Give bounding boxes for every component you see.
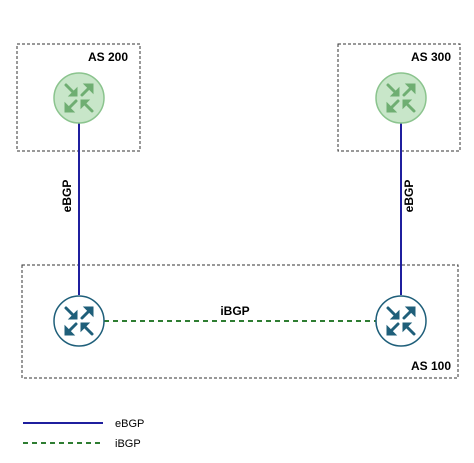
as100-right-router	[375, 295, 427, 347]
legend: eBGP iBGP	[23, 418, 144, 450]
as300-box	[337, 43, 461, 152]
as200-label: AS 200	[88, 50, 128, 64]
as300-label: AS 300	[411, 50, 451, 64]
right-ebgp-label: eBGP	[402, 180, 416, 213]
as100-left-router	[53, 295, 105, 347]
as300-router	[375, 72, 427, 124]
as100-label: AS 100	[411, 359, 451, 373]
as200-router	[53, 72, 105, 124]
legend-ibgp-label: iBGP	[115, 438, 141, 450]
as100-box	[21, 264, 459, 379]
ibgp-label: iBGP	[220, 304, 249, 318]
legend-ebgp-label: eBGP	[115, 418, 144, 430]
left-ebgp-label: eBGP	[60, 180, 74, 213]
